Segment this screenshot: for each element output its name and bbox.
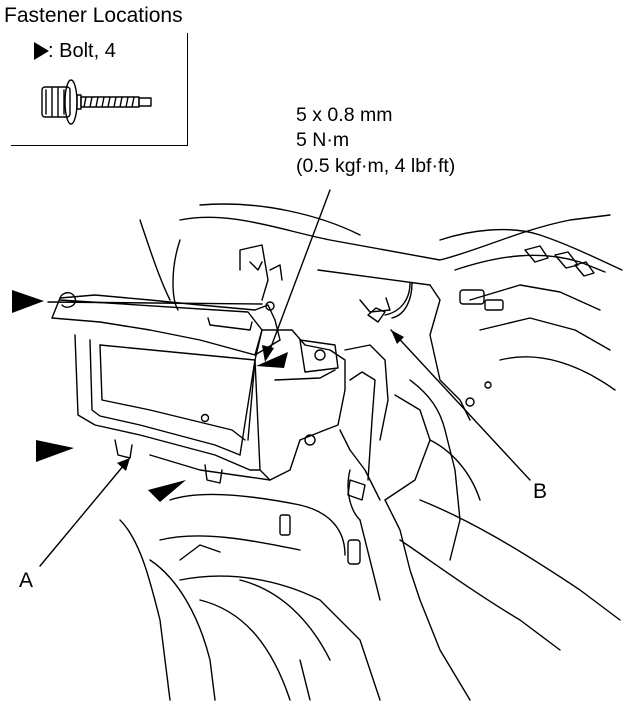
leader-lines	[39, 189, 531, 567]
bolt-markers	[12, 290, 404, 502]
floor-tunnel	[119, 219, 621, 701]
wire-harness	[367, 282, 413, 323]
callout-a-label: A	[19, 569, 34, 592]
bolt-marker-1-icon	[12, 290, 44, 313]
spec-leader-arrowhead-icon	[262, 345, 274, 362]
bolt-marker-3-icon	[148, 480, 186, 502]
bolt-illustration-icon	[41, 79, 152, 125]
bolt-marker-icon	[34, 42, 49, 60]
callout-a-arrowhead-icon	[117, 458, 130, 471]
bolt-torque-nm: 5 N·m	[296, 129, 350, 151]
bolt-torque-other: (0.5 kgf·m, 4 lbf·ft)	[296, 155, 456, 177]
legend-box	[11, 33, 188, 146]
storage-bin	[51, 292, 346, 484]
legend-label: : Bolt, 4	[48, 40, 116, 62]
dashboard-outline	[179, 203, 623, 407]
callout-b-label: B	[533, 480, 548, 503]
bolt-size-spec: 5 x 0.8 mm	[296, 104, 393, 126]
bolt-marker-2-icon	[36, 440, 74, 462]
diagram-title: Fastener Locations	[4, 4, 183, 27]
bolt-marker-4-icon	[256, 352, 288, 368]
center-console	[239, 244, 471, 701]
callout-b-arrowhead-icon	[391, 330, 404, 344]
